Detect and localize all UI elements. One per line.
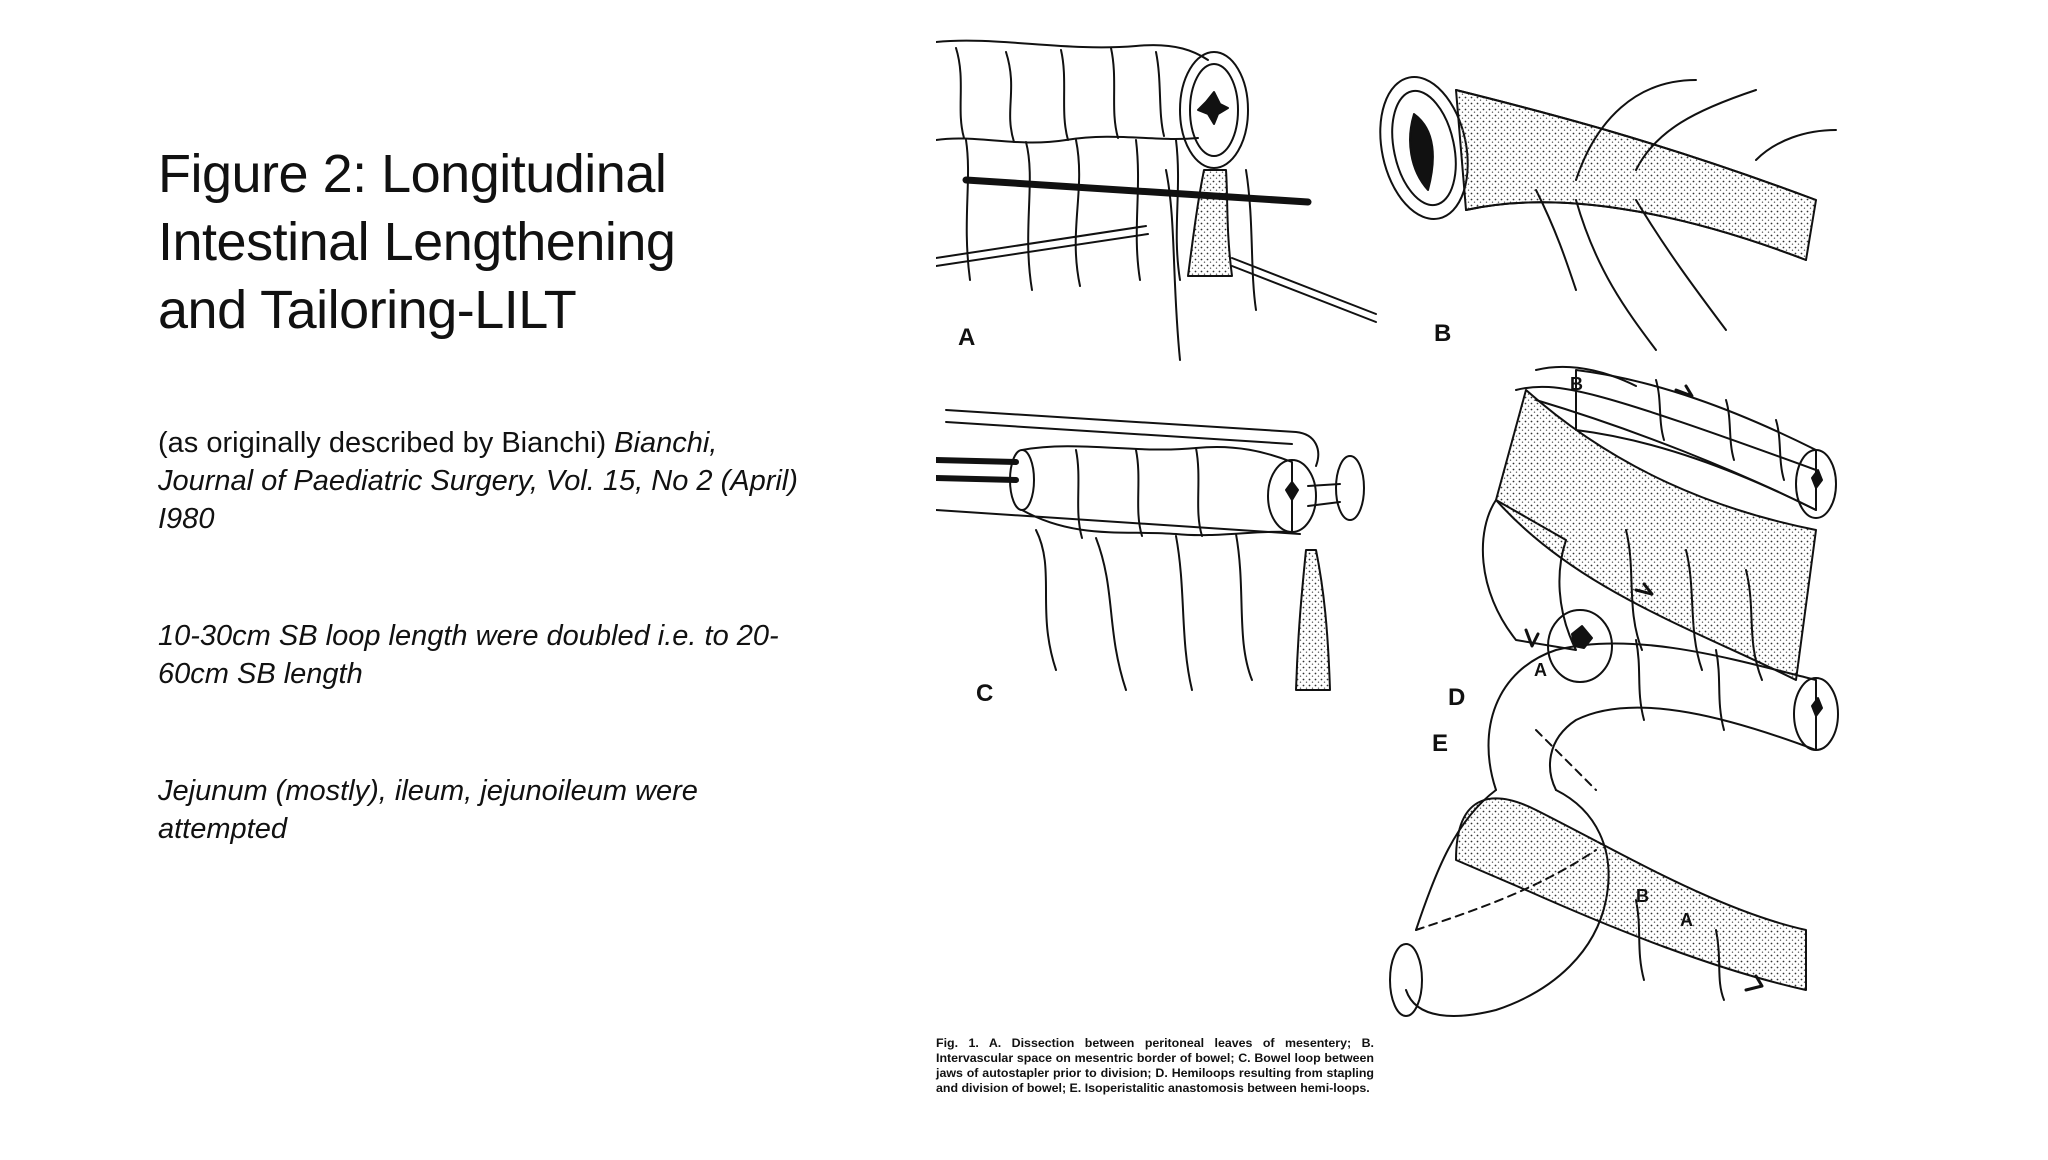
loop-label-d-bottom: A bbox=[1534, 660, 1547, 680]
figure-caption: Fig. 1. A. Dissection between peritoneal… bbox=[936, 1036, 1374, 1095]
loop-label-e-b: B bbox=[1636, 886, 1649, 906]
slide-title: Figure 2: Longitudinal Intestinal Length… bbox=[158, 140, 798, 344]
reference-citation: Bianchi, Journal of Paediatric Surgery, … bbox=[158, 427, 798, 535]
loop-label-e-a: A bbox=[1680, 910, 1693, 930]
title-line-2: Intestinal Lengthening bbox=[158, 212, 676, 272]
surgical-figure: A B C D E B A B A Fig. 1. A. Dissection … bbox=[936, 30, 1856, 1160]
panel-label-d: D bbox=[1448, 684, 1466, 711]
panel-a-drawing bbox=[936, 39, 1377, 361]
panel-label-b: B bbox=[1434, 320, 1452, 347]
panel-c-drawing bbox=[936, 409, 1365, 691]
loop-label-d-top: B bbox=[1570, 374, 1583, 394]
panel-d-drawing bbox=[1481, 365, 1837, 683]
reference-plain: (as originally described by Bianchi) bbox=[158, 427, 615, 459]
segments-paragraph: Jejunum (mostly), ileum, jejunoileum wer… bbox=[158, 775, 698, 845]
loop-length-paragraph: 10-30cm SB loop length were doubled i.e.… bbox=[158, 620, 779, 690]
panel-b-drawing bbox=[1379, 76, 1837, 351]
panel-label-e: E bbox=[1432, 730, 1449, 757]
panel-label-c: C bbox=[976, 680, 994, 707]
title-line-3: and Tailoring-LILT bbox=[158, 280, 577, 340]
panel-e-drawing bbox=[1389, 582, 1839, 1017]
text-column: Figure 2: Longitudinal Intestinal Length… bbox=[158, 140, 798, 845]
panel-label-a: A bbox=[958, 324, 976, 351]
reference-paragraph: (as originally described by Bianchi) Bia… bbox=[158, 424, 798, 538]
figure-illustration bbox=[936, 39, 1839, 1017]
title-line-1: Figure 2: Longitudinal bbox=[158, 144, 667, 204]
